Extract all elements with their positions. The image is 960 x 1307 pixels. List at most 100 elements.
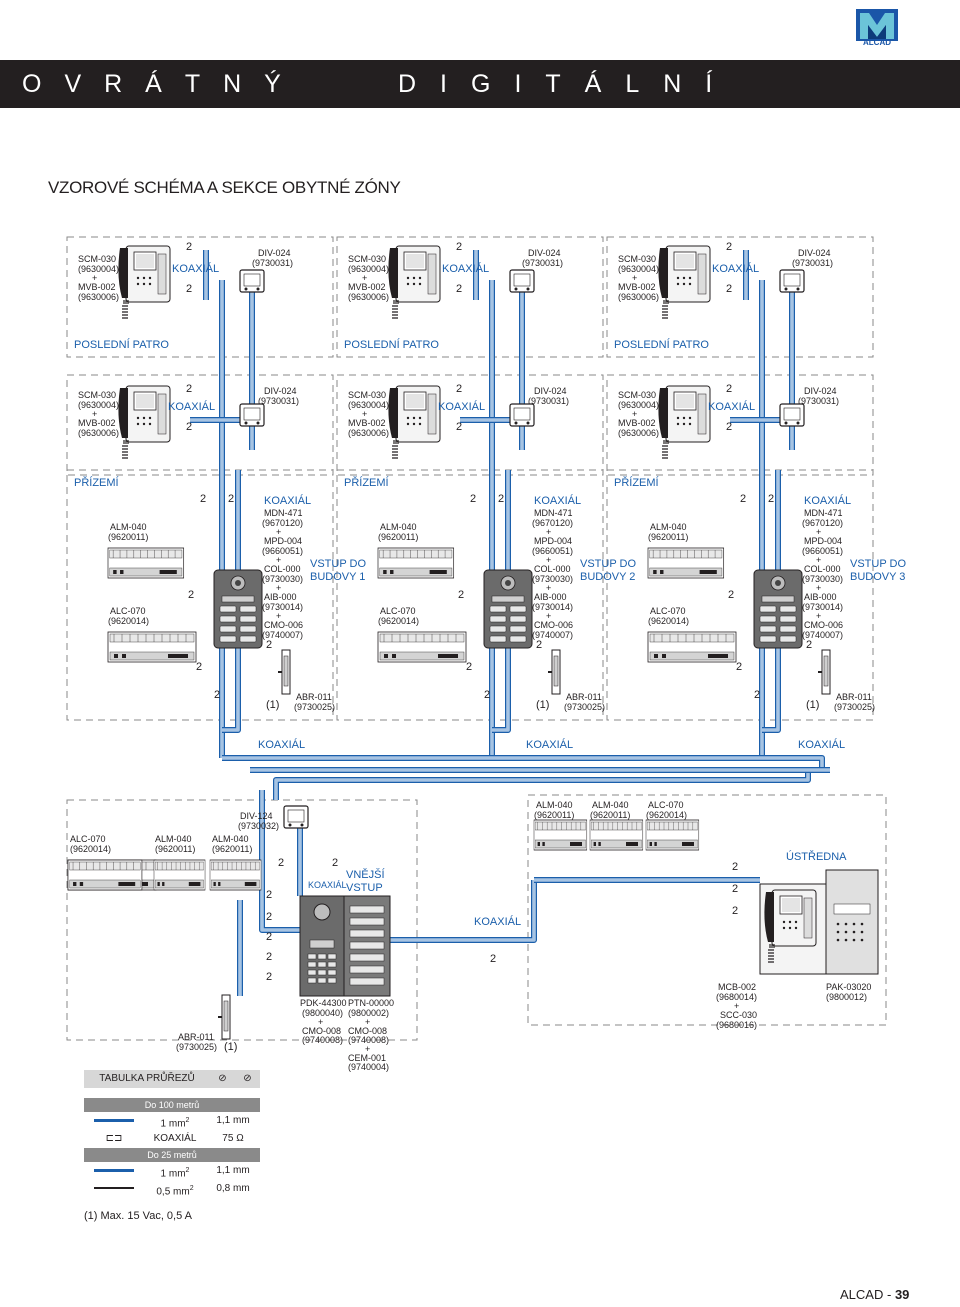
wire-count: 2 — [214, 689, 220, 701]
koaxial-mid: KOAXIÁL — [168, 400, 215, 413]
wire-count: 2 — [484, 689, 490, 701]
aib-label: AIB-000 — [534, 592, 567, 602]
controller-icon — [107, 631, 197, 663]
col-label: COL-000 — [534, 564, 571, 574]
monitor-icon — [657, 245, 711, 319]
mdn-code: (9670120) — [532, 518, 573, 528]
entrance-label-1: VSTUP DO — [580, 558, 636, 570]
alc070-code: (9620014) — [648, 616, 689, 626]
alm040-code-c2: (9620011) — [590, 810, 630, 820]
alm040-code-b2: (9620011) — [212, 844, 252, 854]
door-panel-icon — [483, 569, 533, 649]
scm-label: SCM-030 — [618, 254, 656, 264]
ground-floor-label: PŘÍZEMÍ — [74, 476, 120, 489]
div024-label: DIV-024 — [798, 248, 831, 258]
cem-plus: + — [365, 1044, 370, 1054]
central-unit-label: ÚSTŘEDNA — [786, 850, 847, 863]
wire-count-c3: 2 — [732, 905, 738, 917]
page-number: 39 — [894, 1287, 910, 1302]
scm-code: (9630004) — [618, 400, 659, 410]
external-entry-label-1: VNĚJŠÍ — [346, 868, 385, 881]
wire-count-c2: 2 — [732, 883, 738, 895]
table-sub-25: Do 25 metrů — [84, 1148, 260, 1162]
page-footer: ALCAD - 39 — [840, 1287, 909, 1302]
plus: + — [546, 555, 551, 565]
mpd-label: MPD-004 — [534, 536, 572, 546]
footer-brand: ALCAD — [840, 1287, 884, 1302]
top-floor-label: POSLEDNÍ PATRO — [74, 338, 169, 351]
koaxial-mid: KOAXIÁL — [438, 400, 485, 413]
mvb-label: MVB-002 — [348, 418, 386, 428]
plus: + — [276, 527, 281, 537]
plus: + — [816, 583, 821, 593]
abr-code: (9730025) — [834, 702, 875, 712]
lock-note: (1) — [806, 699, 819, 711]
scm-plus: + — [92, 409, 97, 419]
entrance-label-2: BUDOVY 2 — [580, 571, 635, 583]
abr-code: (9730025) — [564, 702, 605, 712]
cmo8-label-b: CMO-008 — [348, 1026, 387, 1036]
alc070-label: ALC-070 — [380, 606, 416, 616]
scm-code: (9630004) — [78, 400, 119, 410]
wire-count: 2 — [458, 589, 464, 601]
alm040-label-c1: ALM-040 — [536, 800, 573, 810]
alc070-label-c: ALC-070 — [648, 800, 684, 810]
table-row: 1 mm2 1,1 mm — [84, 1112, 260, 1130]
lock-note: (1) — [536, 699, 549, 711]
blue-wire-icon — [84, 1112, 144, 1130]
alc070-code: (9620014) — [378, 616, 419, 626]
mdn-label: MDN-471 — [264, 508, 303, 518]
div124-label: DIV-124 — [240, 811, 273, 821]
aib-code: (9730014) — [532, 602, 573, 612]
wire-count-d6: 2 — [266, 951, 272, 963]
col-code: (9730030) — [532, 574, 573, 584]
koaxial-top: KOAXIÁL — [172, 262, 219, 275]
splitter-icon — [779, 403, 805, 427]
alm040-label-b2: ALM-040 — [212, 834, 249, 844]
lock-note: (1) — [266, 699, 279, 711]
abr-code-bottom: (9730025) — [176, 1042, 217, 1052]
div024-code: (9730031) — [522, 258, 563, 268]
div024-label: DIV-024 — [264, 386, 297, 396]
table-r1-sup: 2 — [185, 1117, 190, 1124]
alm040-label-b1: ALM-040 — [155, 834, 192, 844]
trunk-central — [390, 880, 536, 942]
scm-plus: + — [632, 409, 637, 419]
wire-count: 2 — [456, 383, 462, 395]
div024-label: DIV-024 — [534, 386, 567, 396]
alm040-code-c1: (9620011) — [534, 810, 574, 820]
cmo-code: (9740007) — [532, 630, 573, 640]
wire-count: 2 — [228, 493, 234, 505]
koaxial-entry: KOAXIÁL — [264, 494, 311, 507]
col-label: COL-000 — [804, 564, 841, 574]
top-floor-label: POSLEDNÍ PATRO — [344, 338, 439, 351]
alc070-label-b: ALC-070 — [70, 834, 106, 844]
wire-count-d1: 2 — [278, 857, 284, 869]
pak-label: PAK-03020 — [826, 982, 871, 992]
cmo8-label-a: CMO-008 — [302, 1026, 341, 1036]
wire-count: 2 — [196, 661, 202, 673]
plus: + — [546, 583, 551, 593]
table-header: TABULKA PRŮŘEZŮ ⊘ ⊘ — [84, 1070, 260, 1088]
scm-plus: + — [92, 273, 97, 283]
plus: + — [816, 555, 821, 565]
alm040-label: ALM-040 — [650, 522, 687, 532]
scm-label: SCM-030 — [78, 390, 116, 400]
abr-label: ABR-011 — [836, 692, 872, 702]
koaxial-central: KOAXIÁL — [474, 915, 521, 928]
alc070-code: (9620014) — [108, 616, 149, 626]
controller-icon — [647, 631, 737, 663]
table-r4-a: 0,5 mm — [156, 1186, 190, 1198]
wire-count-central: 2 — [490, 953, 496, 965]
alc070-code-c: (9620014) — [646, 810, 687, 820]
mdn-code: (9670120) — [802, 518, 843, 528]
monitor-icon — [117, 385, 171, 459]
div024-label: DIV-024 — [528, 248, 561, 258]
wire-count-d2: 2 — [332, 857, 338, 869]
wire-count: 2 — [740, 493, 746, 505]
ground-floor-label: PŘÍZEMÍ — [614, 476, 660, 489]
koaxial-ext: KOAXIÁL — [308, 880, 347, 890]
door-panel-icon — [753, 569, 803, 649]
pdk-code: (9800040) — [302, 1008, 343, 1018]
abr-note-bottom: (1) — [224, 1041, 237, 1053]
